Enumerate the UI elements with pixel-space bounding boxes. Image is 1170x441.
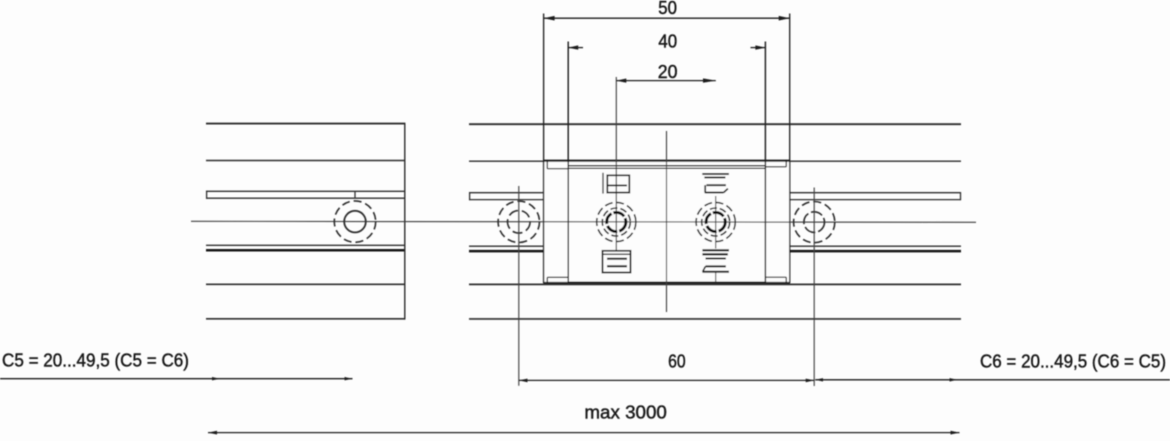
svg-text:40: 40 (658, 30, 677, 51)
svg-text:max 3000: max 3000 (584, 403, 667, 423)
svg-text:20: 20 (658, 61, 678, 82)
svg-text:50: 50 (658, 0, 677, 18)
svg-text:C6 = 20...49,5 (C6 = C5): C6 = 20...49,5 (C6 = C5) (980, 351, 1166, 372)
svg-text:C5 = 20...49,5 (C5 = C6): C5 = 20...49,5 (C5 = C6) (2, 350, 189, 371)
svg-text:60: 60 (668, 350, 686, 371)
